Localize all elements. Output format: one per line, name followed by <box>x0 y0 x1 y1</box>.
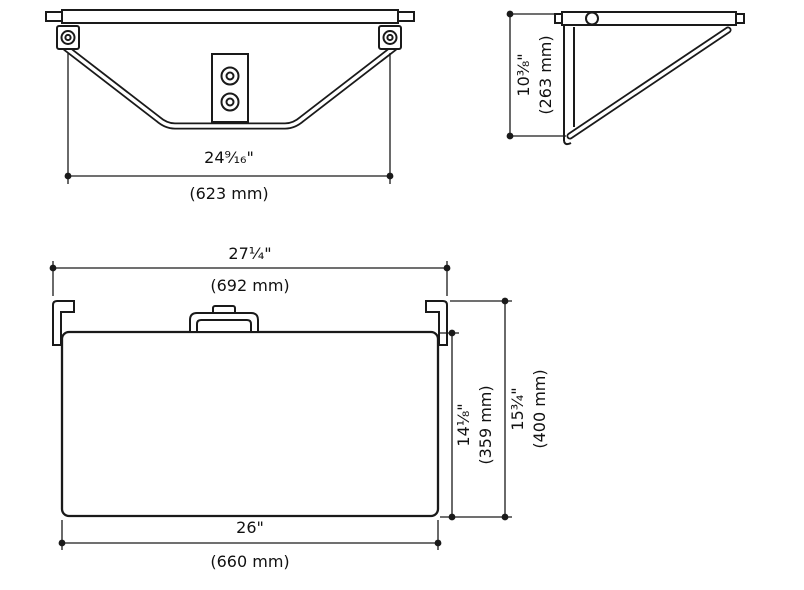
side-wall-channel-hook <box>563 140 572 146</box>
plan-overall-depth-imperial: 15³⁄₄" <box>508 387 527 430</box>
plan-wall-hook-left <box>52 300 75 346</box>
front-bolt-left-outer <box>60 30 76 45</box>
front-seat-rail <box>61 9 399 24</box>
dimension-dot <box>434 539 442 547</box>
side-height-imperial: 10³⁄₈" <box>514 53 533 96</box>
plan-overall-width-imperial: 27¹⁄₄" <box>228 244 271 263</box>
plan-latch-handle-outer <box>189 312 259 331</box>
plan-overall-width-dimension: 27¹⁄₄" (692 mm) <box>49 244 451 296</box>
plan-latch-handle-inner <box>196 319 252 331</box>
front-width-dimension: 24⁹⁄₁₆" (623 mm) <box>64 53 394 203</box>
dimension-dot <box>64 172 72 180</box>
side-pivot-bolt <box>585 11 599 26</box>
side-height-dimension: 10³⁄₈" (263 mm) <box>506 10 566 140</box>
dimension-dot <box>501 513 509 521</box>
side-end-cap <box>735 13 745 24</box>
dimension-dot <box>443 264 451 272</box>
front-centre-bolt-top-inner <box>225 71 235 81</box>
front-bolt-right-inner <box>386 33 394 42</box>
dimension-dot <box>448 513 456 521</box>
plan-seat-depth-dimension: 14¹⁄₈" (359 mm) <box>440 329 512 521</box>
dimension-dot <box>58 539 66 547</box>
plan-wall-hook-right <box>425 300 448 346</box>
dimension-dot <box>501 297 509 305</box>
front-width-metric: (623 mm) <box>189 184 268 203</box>
front-bolt-left-inner <box>64 33 72 42</box>
side-wall-flange <box>554 13 563 24</box>
dimension-dot <box>506 10 514 18</box>
plan-overall-depth-dimension: 15³⁄₄" (400 mm) <box>450 297 549 521</box>
front-view: 24⁹⁄₁₆" (623 mm) <box>45 9 415 203</box>
front-bolt-right-outer <box>382 30 398 45</box>
plan-overall-depth-metric: (400 mm) <box>530 369 549 448</box>
front-centre-plate <box>211 53 249 123</box>
plan-overall-width-metric: (692 mm) <box>210 276 289 295</box>
plan-view: 27¹⁄₄" (692 mm) 14¹⁄₈" (359 mm) 15³⁄₄" (… <box>49 244 549 571</box>
plan-seat-width-dimension: 26" (660 mm) <box>58 518 442 571</box>
plan-seat-depth-imperial: 14¹⁄₈" <box>454 403 473 446</box>
side-view: 10³⁄₈" (263 mm) <box>506 10 745 146</box>
plan-seat-width-imperial: 26" <box>236 518 264 537</box>
dimension-dot <box>386 172 394 180</box>
front-width-imperial: 24⁹⁄₁₆" <box>204 148 254 167</box>
side-height-metric: (263 mm) <box>536 35 555 114</box>
dimension-dot <box>49 264 57 272</box>
plan-seat-depth-metric: (359 mm) <box>476 385 495 464</box>
dimension-dot <box>506 132 514 140</box>
front-frame-tube-inner <box>64 46 396 128</box>
front-centre-bolt-bottom-outer <box>220 92 240 112</box>
side-support-tube-inner <box>568 28 730 138</box>
plan-seat-width-metric: (660 mm) <box>210 552 289 571</box>
front-rail-end-cap-left <box>45 11 63 22</box>
front-rail-end-cap-right <box>397 11 415 22</box>
front-centre-bolt-bottom-inner <box>225 97 235 107</box>
dimension-dot <box>448 329 456 337</box>
plan-seat-panel <box>60 330 440 518</box>
front-centre-bolt-top-outer <box>220 66 240 86</box>
